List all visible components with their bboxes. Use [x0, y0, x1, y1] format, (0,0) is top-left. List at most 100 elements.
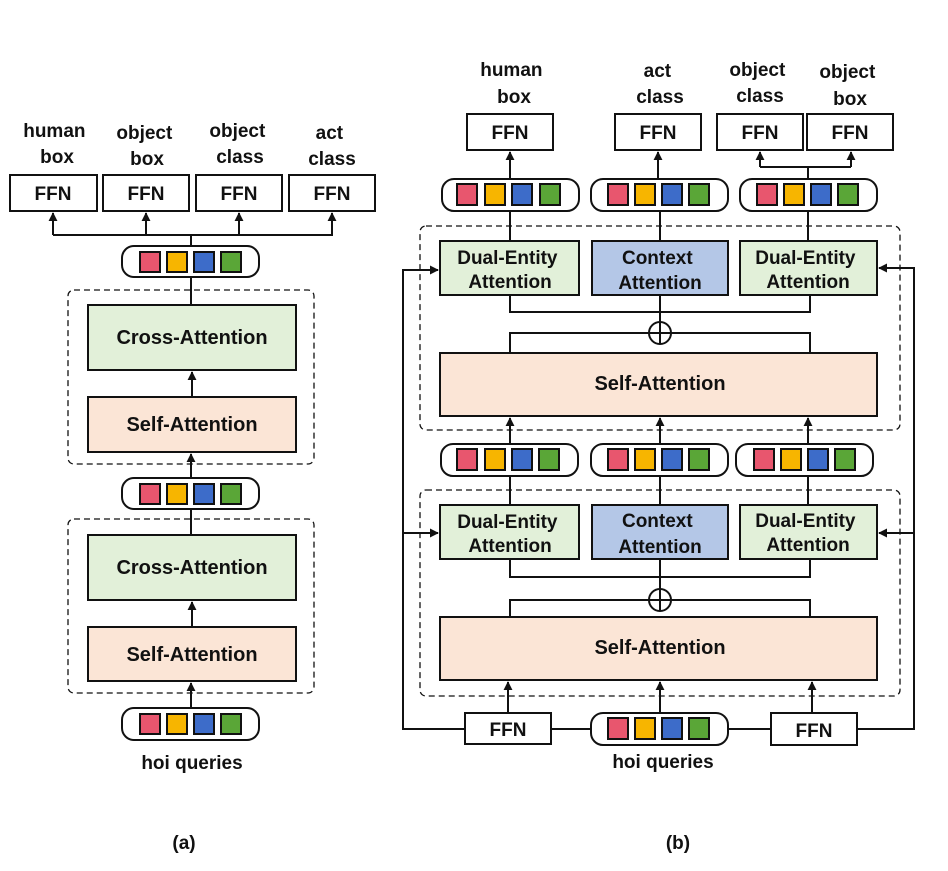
ffn-label: FFN — [314, 184, 351, 205]
ffn-head-object-box: FFN — [806, 113, 894, 151]
hoi-queries-label: hoi queries — [612, 752, 713, 773]
token-blue — [661, 183, 683, 206]
caption-a: (a) — [172, 833, 195, 854]
token-group-middle-center — [590, 443, 729, 477]
token-green — [220, 713, 242, 735]
cross-attention-block — [87, 304, 297, 371]
decoder-layer-lower: Dual-Entity Attention Context Attention … — [419, 477, 901, 697]
self-attention-label: Self-Attention — [126, 414, 257, 436]
token-group-input — [121, 707, 260, 741]
token-yellow — [484, 448, 506, 471]
ffn-head-object-class: FFN — [195, 174, 283, 212]
output-label-act-class: act class — [636, 61, 684, 108]
ffn-head-object-class: FFN — [716, 113, 804, 151]
token-group-top-right — [739, 178, 878, 212]
skip-connection-left — [402, 265, 465, 730]
token-red — [139, 483, 161, 505]
token-yellow — [166, 483, 188, 505]
dual-entity-attention-label: Dual-Entity Attention — [457, 512, 563, 557]
token-group-middle-right — [735, 443, 874, 477]
token-group-middle — [121, 477, 260, 510]
token-green — [837, 183, 859, 206]
token-yellow — [780, 448, 802, 471]
token-red — [456, 183, 478, 206]
token-green — [539, 183, 561, 206]
input-ffn-left: FFN — [464, 712, 552, 745]
ffn-label: FFN — [128, 184, 165, 205]
ffn-label: FFN — [640, 123, 677, 144]
token-blue — [661, 448, 683, 471]
dual-entity-attention-label: Dual-Entity Attention — [755, 511, 861, 556]
token-red — [607, 717, 629, 740]
output-branch-arrows — [48, 212, 337, 248]
context-attention: Context Attention — [591, 504, 729, 560]
token-yellow — [634, 448, 656, 471]
token-blue — [511, 448, 533, 471]
token-blue — [661, 717, 683, 740]
ffn-label: FFN — [221, 184, 258, 205]
output-label-human-box: human box — [23, 121, 91, 168]
context-attention-label: Context Attention — [618, 248, 701, 294]
token-group-top-left — [441, 178, 580, 212]
token-green — [538, 448, 560, 471]
ffn-head-human-box: FFN — [9, 174, 98, 212]
cross-attention-block — [87, 534, 297, 601]
output-arrows — [505, 151, 856, 179]
token-green — [220, 483, 242, 505]
token-green — [688, 183, 710, 206]
self-attention-block — [439, 616, 878, 681]
token-group-middle-left — [440, 443, 579, 477]
token-blue — [193, 251, 215, 273]
ffn-head-human-box: FFN — [466, 113, 554, 151]
cross-attention-label: Cross-Attention — [116, 557, 267, 579]
token-red — [456, 448, 478, 471]
context-attention-label: Context Attention — [618, 511, 701, 558]
caption-b: (b) — [666, 833, 690, 854]
token-blue — [193, 713, 215, 735]
skip-connection-right — [857, 263, 915, 730]
hoi-queries-label: hoi queries — [141, 753, 242, 774]
ffn-label: FFN — [832, 123, 869, 144]
token-yellow — [484, 183, 506, 206]
self-attention-block — [87, 396, 297, 453]
self-attention-label: Self-Attention — [126, 644, 257, 666]
ffn-head-act-class: FFN — [614, 113, 702, 151]
decoder-layer-upper: Dual-Entity Attention Context Attention … — [419, 212, 901, 431]
self-attention-label: Self-Attention — [594, 373, 725, 395]
token-red — [756, 183, 778, 206]
panel-a: human box object box object class act cl… — [9, 121, 376, 854]
self-attention-block — [439, 352, 878, 417]
token-green — [220, 251, 242, 273]
token-red — [753, 448, 775, 471]
output-label-object-box: object box — [819, 62, 880, 110]
token-yellow — [634, 183, 656, 206]
context-attention: Context Attention — [591, 240, 729, 296]
token-red — [607, 183, 629, 206]
token-yellow — [634, 717, 656, 740]
token-blue — [511, 183, 533, 206]
token-red — [139, 713, 161, 735]
token-blue — [193, 483, 215, 505]
token-yellow — [783, 183, 805, 206]
token-group-output — [121, 245, 260, 278]
output-label-object-class: object class — [209, 121, 270, 168]
ffn-head-act-class: FFN — [288, 174, 376, 212]
cross-attention-label: Cross-Attention — [116, 327, 267, 349]
ffn-label: FFN — [492, 123, 529, 144]
ffn-label: FFN — [490, 720, 527, 741]
dual-entity-attention-right: Dual-Entity Attention — [739, 240, 878, 296]
output-label-human-box: human box — [480, 60, 548, 108]
output-label-object-class: object class — [729, 60, 790, 107]
token-yellow — [166, 713, 188, 735]
token-group-input — [590, 712, 729, 746]
token-yellow — [166, 251, 188, 273]
ffn-head-object-box: FFN — [102, 174, 190, 212]
decoder-layer-upper: Cross-Attention Self-Attention — [67, 278, 315, 465]
token-green — [688, 448, 710, 471]
self-attention-label: Self-Attention — [594, 637, 725, 659]
token-blue — [807, 448, 829, 471]
token-green — [688, 717, 710, 740]
token-group-top-center — [590, 178, 729, 212]
dual-entity-attention-left: Dual-Entity Attention — [439, 504, 580, 560]
